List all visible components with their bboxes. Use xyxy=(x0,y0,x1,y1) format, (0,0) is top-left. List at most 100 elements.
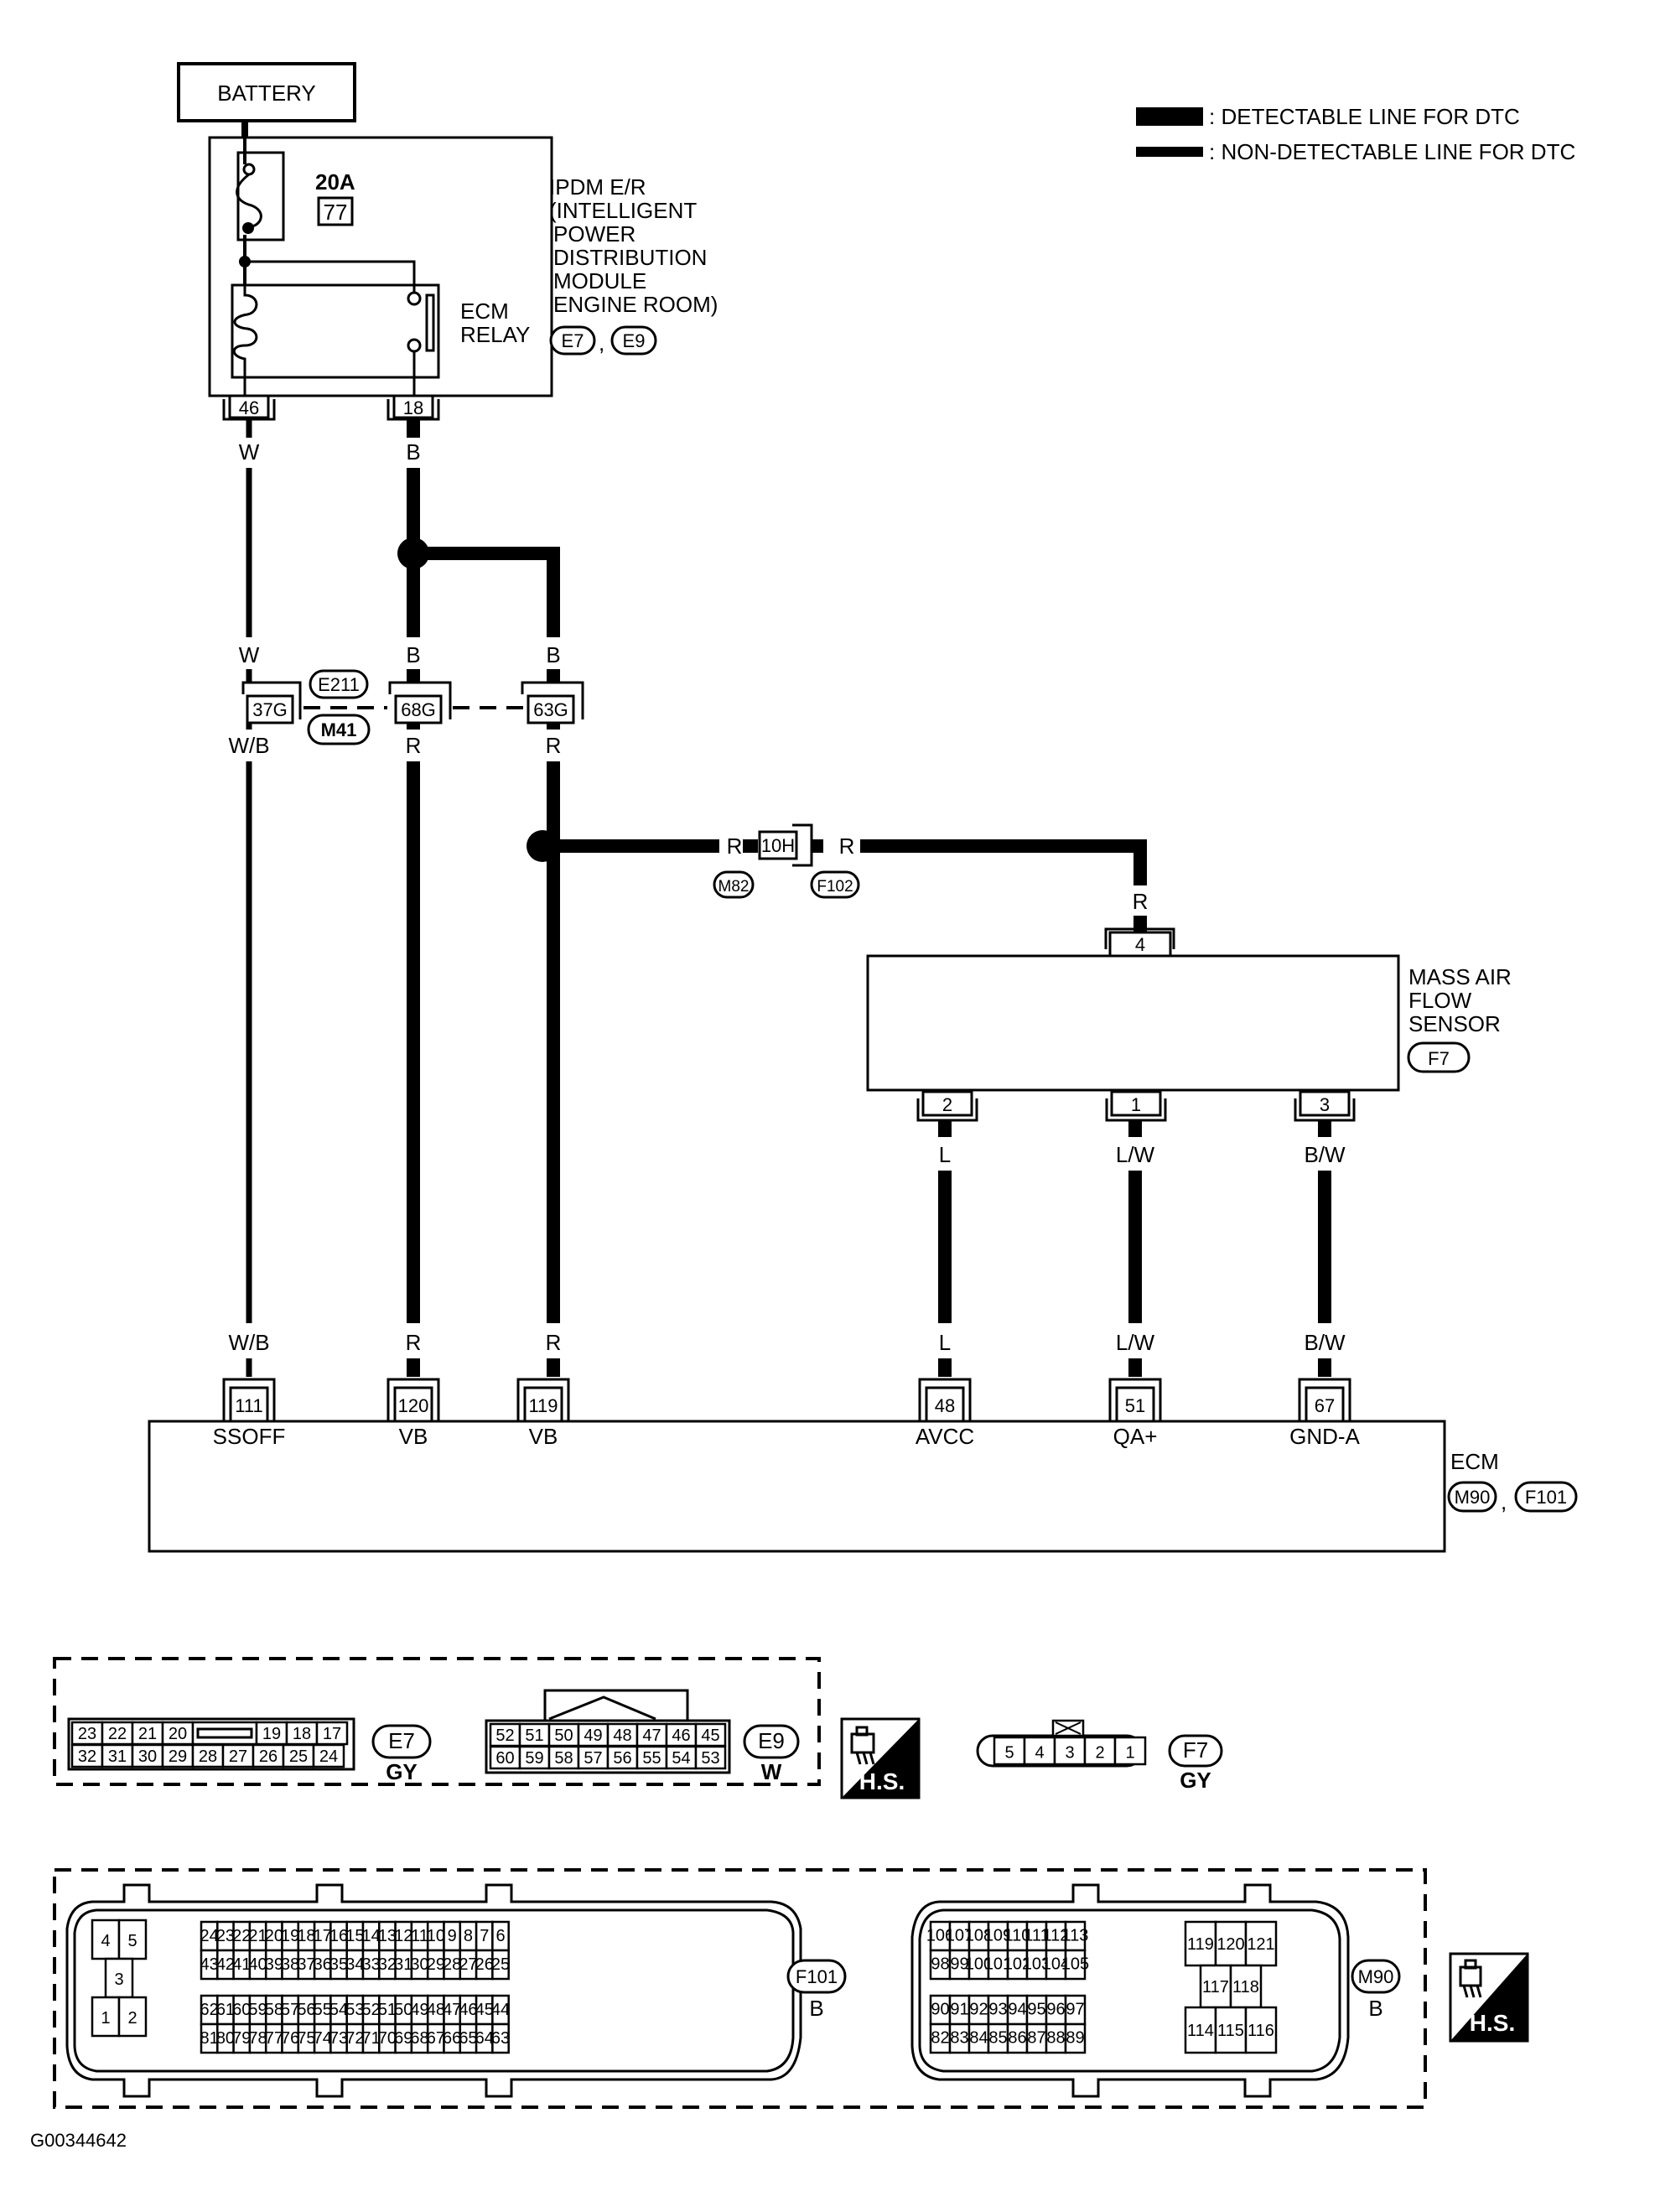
m90-pin-92: 92 xyxy=(967,1994,990,2026)
svg-text:E9: E9 xyxy=(758,1728,785,1753)
splice-point xyxy=(527,830,558,862)
wire-color-label: R xyxy=(1133,889,1149,914)
svg-text:M82: M82 xyxy=(718,878,750,896)
svg-text:75: 75 xyxy=(297,2029,315,2048)
svg-text:91: 91 xyxy=(950,2000,968,2018)
svg-text:88: 88 xyxy=(1046,2028,1065,2047)
dashed-frame xyxy=(53,1657,821,1786)
f101-pin-58: 58 xyxy=(265,1994,283,2026)
svg-text:79: 79 xyxy=(232,2029,251,2048)
svg-text:93: 93 xyxy=(988,2000,1007,2018)
svg-text:28: 28 xyxy=(199,1747,217,1766)
wire-color-label: B xyxy=(406,642,420,667)
svg-text:104: 104 xyxy=(1042,1955,1070,1973)
ecm-signal-label: QA+ xyxy=(1113,1424,1158,1449)
svg-text:120: 120 xyxy=(1216,1935,1244,1954)
svg-text:M41: M41 xyxy=(321,719,357,740)
svg-text:49: 49 xyxy=(410,2001,428,2019)
e7-pin-23: 23 xyxy=(70,1721,104,1746)
svg-text:24: 24 xyxy=(200,1927,219,1945)
m90-pin-114: 114 xyxy=(1184,2006,1217,2054)
relay-label-1: ECM xyxy=(460,299,509,324)
wire-color-label: R xyxy=(546,733,562,758)
svg-text:42: 42 xyxy=(216,1955,235,1974)
svg-text:71: 71 xyxy=(362,2029,381,2048)
svg-text:26: 26 xyxy=(475,1955,494,1974)
svg-text:28: 28 xyxy=(443,1955,461,1974)
svg-text:E211: E211 xyxy=(318,674,360,695)
svg-text:4: 4 xyxy=(1135,934,1145,955)
fuse-icon xyxy=(236,173,262,228)
svg-text:68G: 68G xyxy=(401,699,436,720)
e9-pin-53: 53 xyxy=(694,1745,727,1770)
svg-text:M90: M90 xyxy=(1358,1966,1394,1987)
relay-switch-icon xyxy=(425,293,435,352)
svg-text:106: 106 xyxy=(926,1926,954,1945)
svg-text:44: 44 xyxy=(491,2001,510,2019)
f101-pin-2: 2 xyxy=(117,1996,148,2038)
svg-text:1: 1 xyxy=(1125,1744,1134,1763)
f101-pin-29: 29 xyxy=(427,1949,445,1981)
svg-text:37: 37 xyxy=(297,1955,315,1974)
legend-non-detectable-swatch xyxy=(1136,147,1203,157)
svg-text:1: 1 xyxy=(101,2009,110,2028)
svg-text:32: 32 xyxy=(78,1747,96,1766)
e7-pin-31: 31 xyxy=(101,1743,134,1768)
f101-pin-17: 17 xyxy=(314,1920,332,1952)
svg-text:74: 74 xyxy=(314,2029,332,2048)
e9-pin-49: 49 xyxy=(577,1722,610,1747)
relay-label-2: RELAY xyxy=(460,322,530,347)
m90-pin-87: 87 xyxy=(1025,2022,1048,2054)
f101-pin-3: 3 xyxy=(104,1957,134,1999)
f101-pin-26: 26 xyxy=(475,1949,494,1981)
wire-color-label: B xyxy=(546,642,560,667)
svg-text:2: 2 xyxy=(1095,1744,1104,1763)
f101-pin-8: 8 xyxy=(459,1920,478,1952)
ipdm-title-5: MODULE xyxy=(553,268,646,293)
maf-sensor: 4 MASS AIR FLOW SENSOR F7 2 1 3 L L/W B/… xyxy=(866,927,1512,1377)
joint-connectors: 37G 68G 63G E211 M41 xyxy=(241,669,584,745)
svg-text:45: 45 xyxy=(701,1727,719,1745)
svg-text:37G: 37G xyxy=(252,699,288,720)
svg-text:5: 5 xyxy=(127,1932,137,1950)
svg-text:82: 82 xyxy=(931,2028,949,2047)
svg-text:3: 3 xyxy=(114,1971,123,1989)
svg-text:69: 69 xyxy=(394,2029,412,2048)
f7-pin-2: 2 xyxy=(1083,1736,1117,1766)
svg-text:F7: F7 xyxy=(1428,1048,1450,1069)
f101-pin-20: 20 xyxy=(265,1920,283,1952)
svg-text:52: 52 xyxy=(362,2001,381,2019)
svg-text:38: 38 xyxy=(281,1955,299,1974)
relay-coil-icon xyxy=(232,285,258,396)
ipdm-pin-18: 18 xyxy=(386,394,440,421)
svg-text:103: 103 xyxy=(1023,1955,1050,1973)
ecm-signal-label: AVCC xyxy=(916,1424,974,1449)
svg-text:87: 87 xyxy=(1027,2028,1045,2047)
e7-pin-25: 25 xyxy=(282,1743,315,1768)
e7-pin-blank xyxy=(191,1721,258,1746)
e9-pin-58: 58 xyxy=(547,1745,580,1770)
e9-pin-45: 45 xyxy=(694,1722,727,1747)
svg-text:10H: 10H xyxy=(761,835,795,856)
wire-color-label: R xyxy=(406,1330,422,1355)
m90-connector-body xyxy=(910,1883,1350,2098)
svg-text:48: 48 xyxy=(427,2001,445,2019)
e9-pin-60: 60 xyxy=(489,1745,521,1770)
ipdm-title-1: IPDM E/R xyxy=(549,174,646,200)
battery: BATTERY xyxy=(177,62,356,138)
wire-color-label: W/B xyxy=(228,733,269,758)
svg-text:11: 11 xyxy=(411,1927,428,1945)
svg-text:60: 60 xyxy=(232,2001,251,2019)
svg-text:48: 48 xyxy=(935,1395,955,1416)
connector-m41-tag xyxy=(307,714,371,745)
svg-text:2: 2 xyxy=(127,2009,137,2028)
f101-pin-4: 4 xyxy=(91,1919,121,1960)
svg-text:17: 17 xyxy=(323,1725,341,1743)
f101-pin-7: 7 xyxy=(475,1920,494,1952)
svg-text:46: 46 xyxy=(239,397,259,418)
connector-e7-tag xyxy=(549,325,596,356)
svg-text:59: 59 xyxy=(525,1749,543,1768)
